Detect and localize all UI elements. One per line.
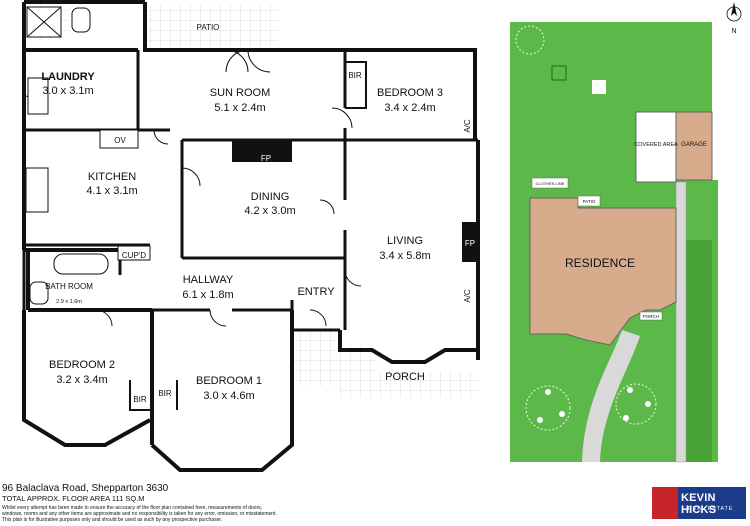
label-site-patio: PATIO xyxy=(583,199,596,204)
disclaimer-line-1: Whilst every attempt has been made to en… xyxy=(2,505,263,511)
label-patio: PATIO xyxy=(197,23,220,32)
room-sunroom-dim: 5.1 x 2.4m xyxy=(214,102,265,114)
room-bedroom1-dim: 3.0 x 4.6m xyxy=(203,390,254,402)
label-bir-bedroom2: BIR xyxy=(133,395,147,404)
patio-area xyxy=(148,5,278,50)
label-entry: ENTRY xyxy=(297,286,335,298)
site-plan: COVERED AREA GARAGE CLOTHES LINE PATIO R… xyxy=(510,2,742,463)
residence xyxy=(529,197,677,346)
logo-mark-icon xyxy=(652,487,678,519)
fireplace-dining xyxy=(232,140,292,162)
agency-logo: KEVIN HICKS REAL ESTATE xyxy=(652,487,746,519)
room-bathroom-dim: 2.9 x 1.6m xyxy=(56,299,82,305)
agency-tagline: REAL ESTATE xyxy=(688,506,734,512)
label-site-porch: PORCH xyxy=(643,314,659,319)
path xyxy=(582,330,640,462)
label-fp-living: FP xyxy=(465,239,475,248)
room-labels: LAUNDRY 3.0 x 3.1m SUN ROOM 5.1 x 2.4m B… xyxy=(41,23,475,404)
label-clothesline: CLOTHES LINE xyxy=(536,181,565,186)
room-living-dim: 3.4 x 5.8m xyxy=(379,250,430,262)
room-living-name: LIVING xyxy=(387,235,423,247)
room-hallway-dim: 6.1 x 1.8m xyxy=(182,289,233,301)
room-bedroom3-dim: 3.4 x 2.4m xyxy=(384,102,435,114)
disclaimer-line-2: windows, rooms and any other items are a… xyxy=(2,511,277,517)
label-covered-area: COVERED AREA xyxy=(634,142,678,148)
label-bir-bedroom3: BIR xyxy=(348,71,362,80)
room-kitchen-dim: 4.1 x 3.1m xyxy=(86,185,137,197)
agency-name: KEVIN HICKS xyxy=(681,492,717,516)
fireplace-living xyxy=(462,222,480,262)
room-bedroom2-name: BEDROOM 2 xyxy=(49,359,115,371)
total-floor-area: TOTAL APPROX. FLOOR AREA 111 SQ.M xyxy=(2,494,145,503)
label-porch: PORCH xyxy=(385,371,425,383)
label-fp-dining: FP xyxy=(261,154,271,163)
room-bathroom-name: BATH ROOM xyxy=(45,282,93,291)
address: 96 Balaclava Road, Shepparton 3630 xyxy=(2,483,169,494)
room-bedroom1-name: BEDROOM 1 xyxy=(196,375,262,387)
label-garage: GARAGE xyxy=(681,142,707,148)
room-dining-name: DINING xyxy=(251,191,290,203)
room-laundry-name: LAUNDRY xyxy=(41,71,95,83)
room-bedroom3-name: BEDROOM 3 xyxy=(377,87,443,99)
driveway xyxy=(675,181,687,463)
room-bedroom2-dim: 3.2 x 3.4m xyxy=(56,374,107,386)
porch-area xyxy=(292,330,480,398)
label-bir-bedroom1: BIR xyxy=(158,389,172,398)
label-ac-bedroom3: A/C xyxy=(463,119,472,133)
disclaimer-line-3: This plan is for illustrative purposes o… xyxy=(2,517,223,523)
floor-plan: LAUNDRY 3.0 x 3.1m SUN ROOM 5.1 x 2.4m B… xyxy=(22,0,480,472)
north-arrow-icon: N xyxy=(726,2,742,35)
label-ac-living: A/C xyxy=(463,289,472,303)
label-cupboard: CUP'D xyxy=(122,251,146,260)
garage xyxy=(675,111,713,181)
room-sunroom-name: SUN ROOM xyxy=(210,87,271,99)
room-hallway-name: HALLWAY xyxy=(183,274,234,286)
room-dining-dim: 4.2 x 3.0m xyxy=(244,205,295,217)
label-oven: OV xyxy=(114,136,126,145)
label-residence: RESIDENCE xyxy=(565,256,635,270)
room-laundry-dim: 3.0 x 3.1m xyxy=(42,85,93,97)
room-kitchen-name: KITCHEN xyxy=(88,171,136,183)
label-north: N xyxy=(731,28,736,35)
